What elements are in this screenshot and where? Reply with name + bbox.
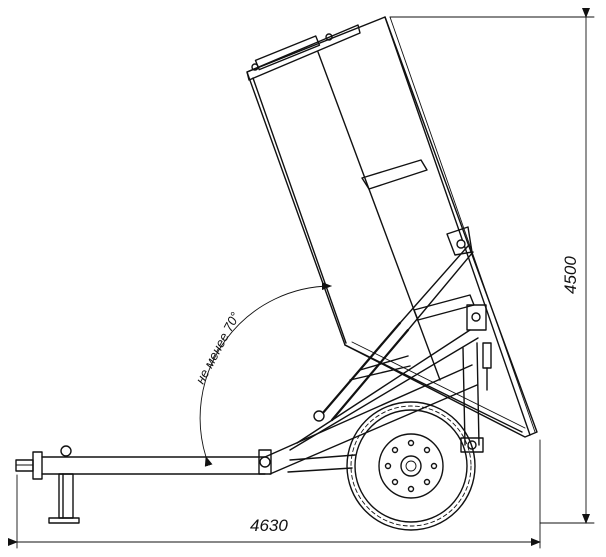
wheel-bolts [384,439,438,493]
dump-body [246,16,538,438]
dimension-length: 4630 [8,439,541,549]
angle-note: не менее 70° [192,310,242,387]
support-jack [48,473,80,524]
dimension-height: 4500 [389,8,595,524]
wheel [346,401,476,531]
dimension-length-label: 4630 [250,516,288,535]
dimension-height-label: 4500 [561,256,580,294]
lift-linkage [289,304,487,451]
angle-dimension: не менее 70° [192,282,332,467]
body-top-lid [246,24,361,81]
